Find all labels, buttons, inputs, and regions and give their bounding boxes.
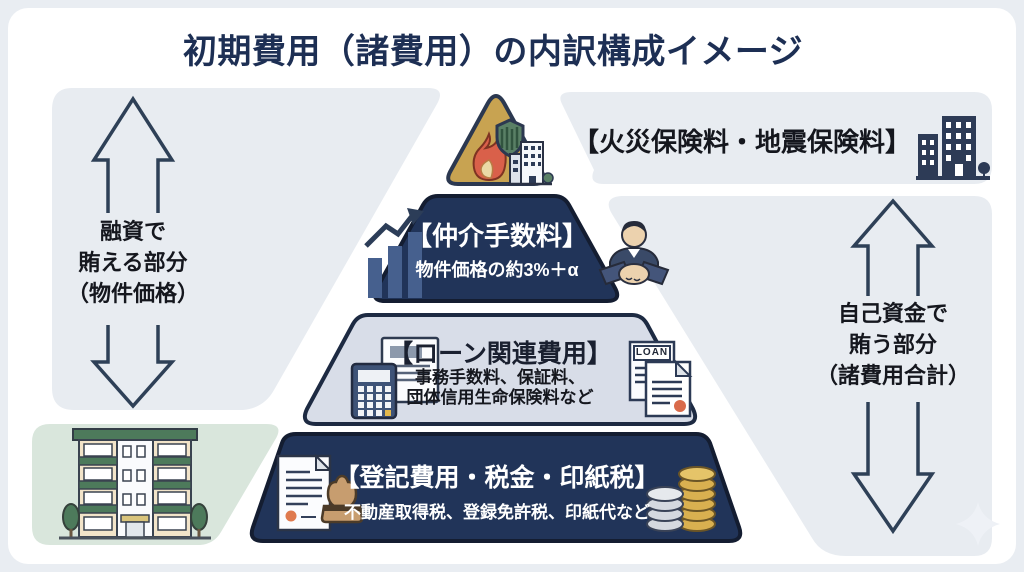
loan-subtitle-line2: 団体信用生命保険料など — [406, 388, 594, 407]
left-panel — [52, 88, 440, 410]
businessman-handshake-icon — [598, 221, 670, 286]
loan-document-icon — [628, 340, 693, 418]
registration-title: 【登記費用・税金・印紙税】 — [334, 464, 660, 492]
left-annotation-line1: 融資で — [99, 219, 167, 244]
right-annotation-line2: 賄う部分 — [848, 332, 938, 357]
loan-subtitle-line1: 事務手数料、保証料、 — [415, 368, 585, 387]
insurance-label: 【火災保険料・地震保険料】 — [572, 127, 912, 157]
left-annotation-line2: 賄える部分 — [78, 250, 188, 275]
loan-subtitle: 事務手数料、保証料、 団体信用生命保険料など — [407, 368, 594, 408]
up-down-arrow-right — [850, 198, 936, 535]
registration-subtitle: 不動産取得税、登録免許税、印紙代など — [344, 503, 650, 522]
growth-chart-icon — [364, 208, 424, 298]
brokerage-subtitle: 物件価格の約3%＋α — [415, 260, 579, 280]
calculator-document-icon — [350, 336, 440, 420]
left-annotation-line3: （物件価格） — [66, 281, 200, 306]
page-title: 初期費用（諸費用）の内訳構成イメージ — [182, 33, 804, 71]
loan-doc-label: LOAN — [635, 347, 669, 358]
building-icon — [508, 141, 554, 186]
pyramid-level-4-registration — [249, 432, 743, 543]
coins-icon — [646, 466, 716, 532]
shield-icon — [495, 118, 525, 158]
pyramid-level-2-brokerage — [372, 194, 620, 303]
right-annotation-line1: 自己資金で — [837, 301, 949, 326]
stamp-document-icon — [276, 453, 364, 532]
apartment-building-icon — [59, 428, 211, 540]
loan-title: 【ローン関連費用】 — [388, 340, 612, 368]
sparkle-icon — [956, 502, 1000, 546]
right-annotation-line3: （諸費用合計） — [815, 363, 971, 388]
left-annotation: 融資で 賄える部分 （物件価格） — [67, 216, 199, 309]
top-right-panel — [560, 92, 992, 184]
city-building-icon — [916, 116, 990, 180]
right-annotation: 自己資金で 賄う部分 （諸費用合計） — [816, 298, 970, 391]
brokerage-title: 【仲介手数料】 — [405, 221, 589, 251]
up-down-arrow-left — [90, 95, 176, 409]
right-panel — [608, 196, 992, 556]
